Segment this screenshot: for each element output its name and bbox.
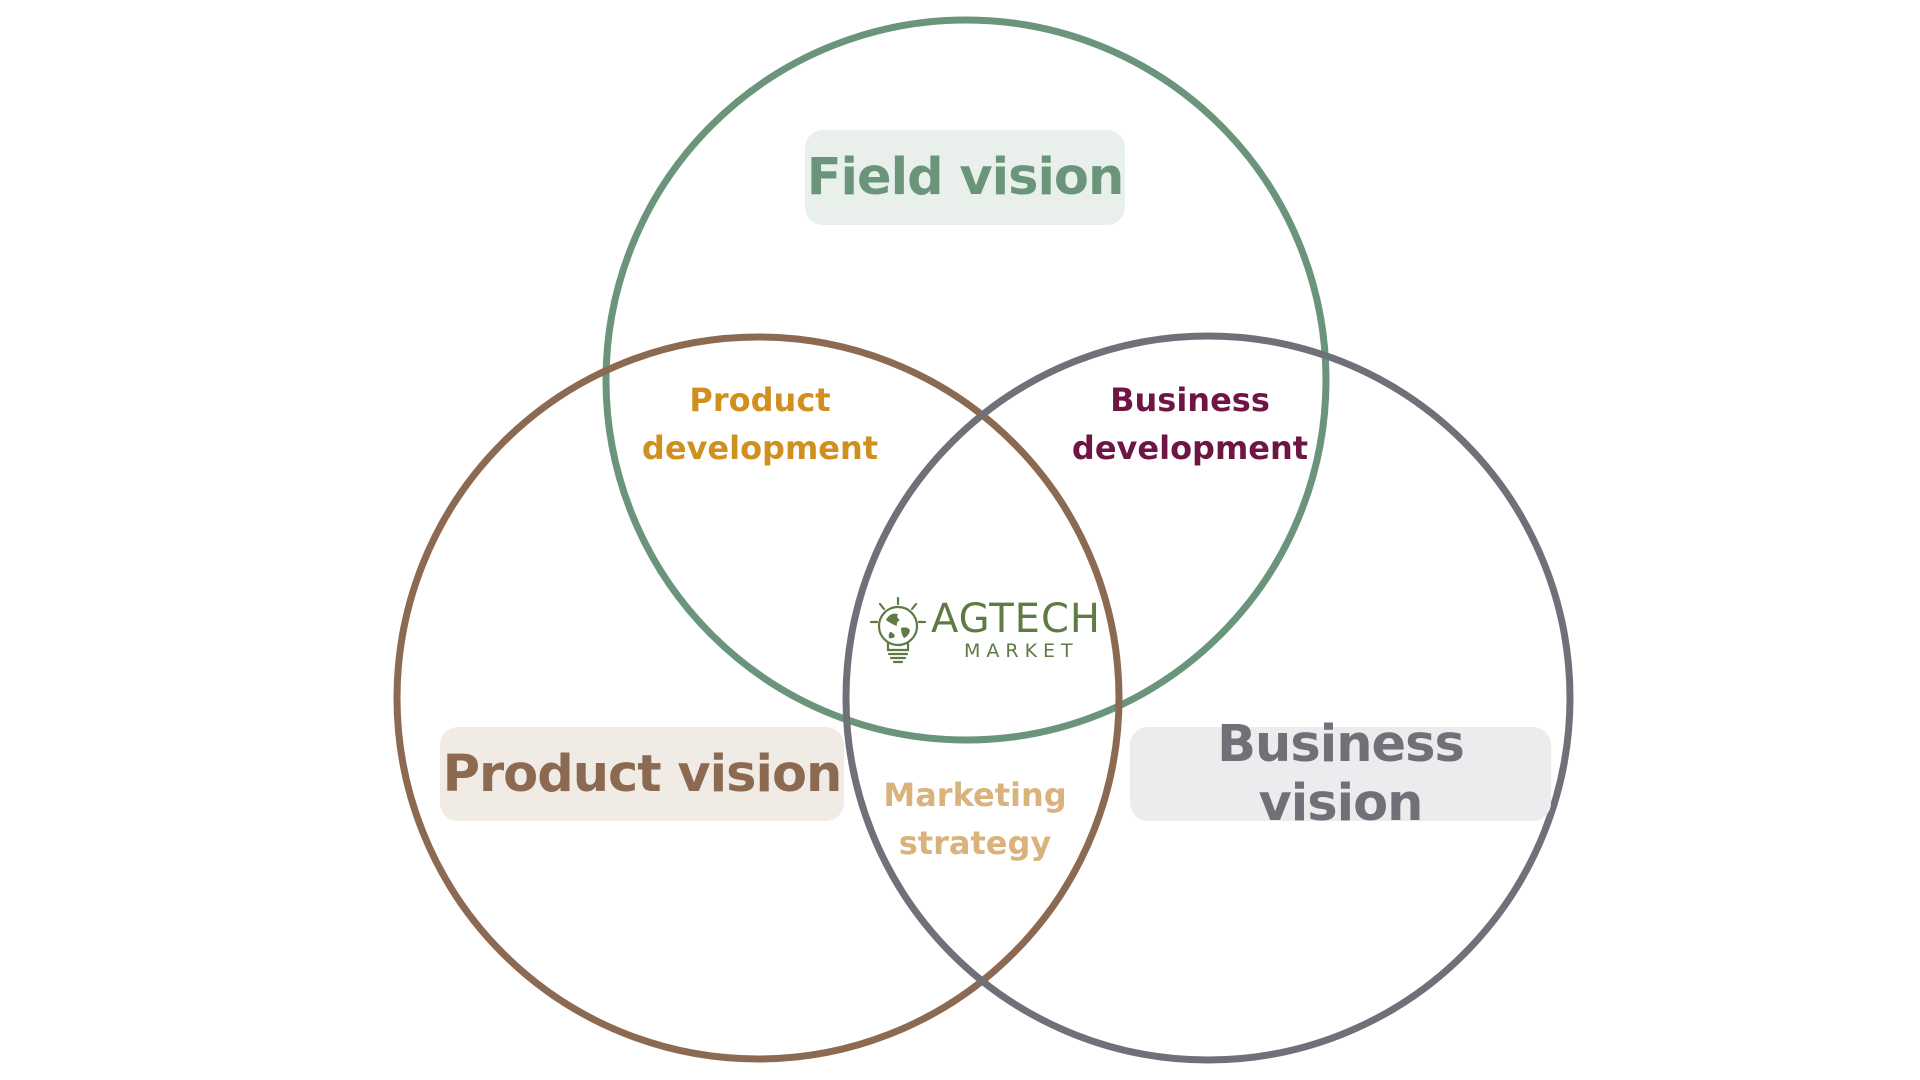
product-development-line1: Product bbox=[689, 381, 831, 419]
business-development-line1: Business bbox=[1110, 381, 1270, 419]
lightbulb-globe-icon bbox=[869, 596, 927, 664]
agtech-market-logo: AGTECH MARKET bbox=[868, 594, 1100, 670]
product-vision-label: Product vision bbox=[440, 727, 844, 821]
field-vision-circle bbox=[602, 16, 1330, 744]
logo-agtech-text: AGTECH bbox=[931, 596, 1101, 642]
marketing-strategy-label: Marketing strategy bbox=[855, 769, 1095, 869]
business-development-label: Business development bbox=[1050, 374, 1330, 474]
marketing-strategy-line1: Marketing bbox=[883, 776, 1067, 814]
business-vision-circle bbox=[842, 332, 1574, 1064]
product-development-line2: development bbox=[641, 429, 879, 467]
business-vision-label: Business vision bbox=[1130, 715, 1551, 833]
marketing-strategy-line2: strategy bbox=[898, 824, 1052, 862]
business-development-line2: development bbox=[1071, 429, 1309, 467]
field-vision-label: Field vision bbox=[805, 130, 1125, 225]
logo-market-text: MARKET bbox=[964, 640, 1079, 662]
product-vision-circle bbox=[393, 333, 1123, 1063]
product-development-label: Product development bbox=[620, 374, 900, 474]
